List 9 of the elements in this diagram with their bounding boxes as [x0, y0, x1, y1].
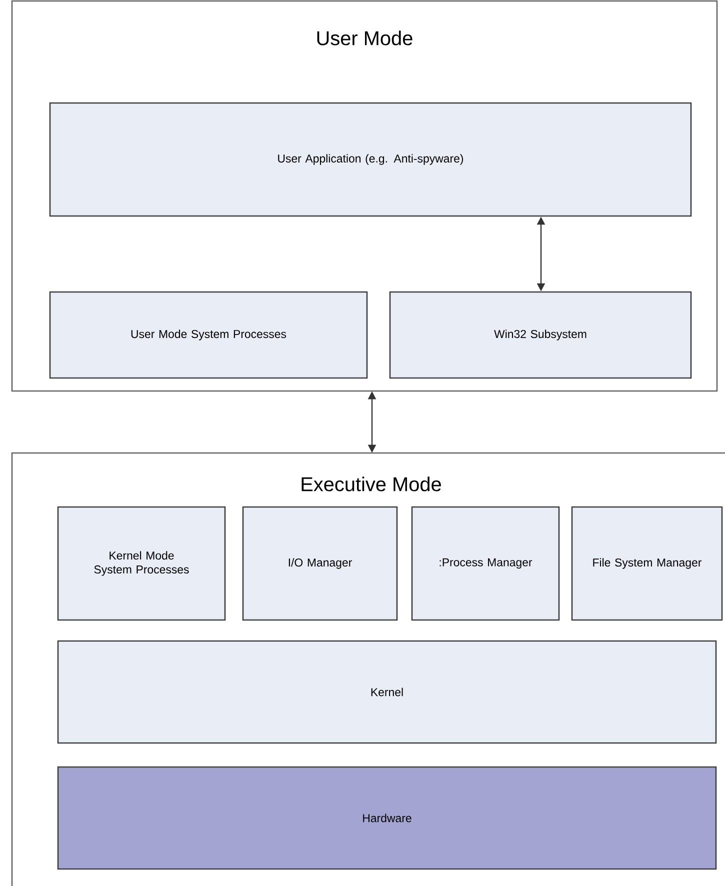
component-box: I/O Manager: [242, 506, 398, 621]
component-box: User Mode System Processes: [49, 291, 368, 379]
component-box: :Process Manager: [411, 506, 560, 621]
component-box: Kernel: [57, 640, 717, 744]
component-box: Kernel Mode System Processes: [57, 506, 226, 621]
component-box: File System Manager: [571, 506, 723, 621]
component-box: Win32 Subsystem: [389, 291, 692, 379]
component-box: User Application (e.g. Anti-spyware): [49, 102, 692, 217]
component-box: Hardware: [57, 766, 717, 870]
